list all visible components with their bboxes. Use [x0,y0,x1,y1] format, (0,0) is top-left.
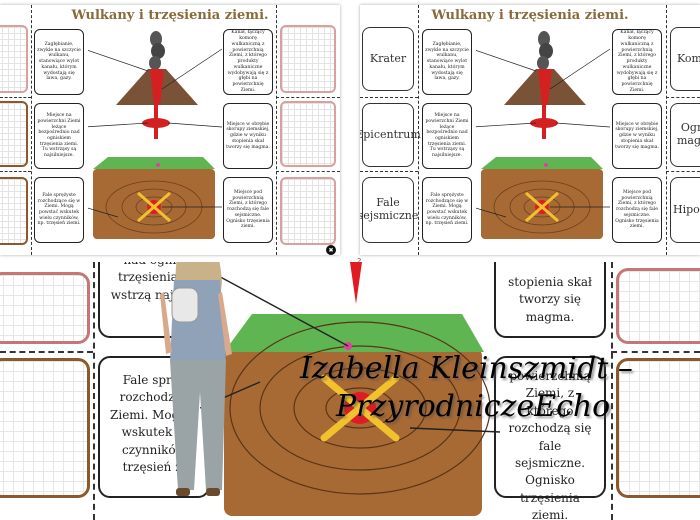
label-ognisko-magmy: Ogni magm [670,103,700,167]
answer-tile [616,358,700,498]
magma-channel [350,262,362,304]
cut-line [0,97,31,98]
cut-line [0,171,31,172]
cut-line [360,171,418,172]
cut-line [418,5,419,255]
worksheet-page-left: Wulkany i trzęsienia ziemi. Zagłębianie,… [0,5,340,255]
answer-tile [0,358,90,498]
answer-tile [280,177,336,245]
answer-tile [0,25,28,93]
label-epicentrum: Epicentrum [360,103,421,167]
label-fale-sejsmiczne: Fale sejsmiczne [360,177,418,243]
description-ognisko: Miejsce w obrębie skorupy ziemskiej, gdz… [612,103,662,169]
cut-line [666,171,700,172]
wave-arrows-icon [137,191,171,223]
cut-line [611,262,613,520]
author-signature: Izabella Kleinszmidt – PrzyrodniczeEcho [300,350,700,425]
cut-line [276,171,340,172]
grass-surface [224,314,484,352]
volcano-earthquake-diagram [476,31,610,239]
cut-line [0,351,93,353]
soil-block [224,348,482,516]
answer-tile [280,25,336,93]
smoke-plume-icon [537,31,553,70]
epicenter-marker [156,163,160,167]
zoomed-earthquake-diagram [200,262,500,516]
close-icon[interactable]: ✖ [326,245,336,255]
description-fale: Fale sprężyste rozchodzące się w Ziemi. … [422,177,472,243]
cut-line [93,262,95,520]
worksheet-page-right: Wulkany i trzęsienia ziemi. Krater Epice… [360,5,700,255]
sheet-title: Wulkany i trzęsienia ziemi. [431,8,629,23]
cut-line [666,97,700,98]
answer-tile [0,101,28,167]
magma-chamber [142,118,170,128]
description-fale: Fale sprężyste rozchodzące się w Ziemi. … [34,177,84,243]
volcano-earthquake-diagram [88,31,222,239]
zoom-description-ognisko: stopienia skał tworzy się magma. [494,262,606,338]
cut-line [666,5,667,255]
description-epicentrum: Miejsce na powierzchni Ziemi leżące bezp… [34,103,84,169]
description-hipocentrum: Miejsce pod powierzchnią Ziemi, z któreg… [223,177,273,243]
cut-line [276,97,340,98]
description-komin: Kanał, łączący komorę wulkaniczną z powi… [223,29,273,95]
description-ognisko: Miejsce w obrębie skorupy ziemskiej, gdz… [223,103,273,169]
cut-line [276,5,277,255]
label-komin: Kom [670,27,700,91]
cut-line [611,351,700,353]
page-number: 2 [357,257,362,265]
smoke-plume-icon [149,31,165,70]
sheet-title: Wulkany i trzęsienia ziemi. [71,8,269,23]
grass-surface [93,157,215,169]
description-krater: Zagłębianie, zwykle na szczycie wulkanu,… [422,29,472,95]
cut-line [31,5,32,255]
zoomed-worksheet-detail: nad ognis trzęsienia z wstrzą najsiln st… [0,262,700,520]
answer-tile [0,272,90,344]
wave-arrows-icon [320,374,400,442]
description-komin: Kanał, łączący komorę wulkaniczną z powi… [612,29,662,95]
signature-line-2: PrzyrodniczeEcho [336,388,611,424]
zoom-description-hipocentrum: powierzchnią Ziemi, z którego rozchodzą … [494,356,606,520]
description-krater: Zagłębianie, zwykle na szczycie wulkanu,… [34,29,84,95]
answer-tile [616,268,700,344]
description-hipocentrum: Miejsce pod powierzchnią Ziemi, z któreg… [612,177,662,243]
signature-line-1: Izabella Kleinszmidt – [300,351,633,386]
description-epicentrum: Miejsce na powierzchni Ziemi leżące bezp… [422,103,472,169]
label-krater: Krater [362,27,414,91]
label-hipocentrum: Hipocen [670,177,700,243]
person-photo [160,262,232,496]
answer-tile [280,101,336,167]
backpack-icon [171,287,199,323]
cut-line [360,97,418,98]
answer-tile [0,177,28,245]
